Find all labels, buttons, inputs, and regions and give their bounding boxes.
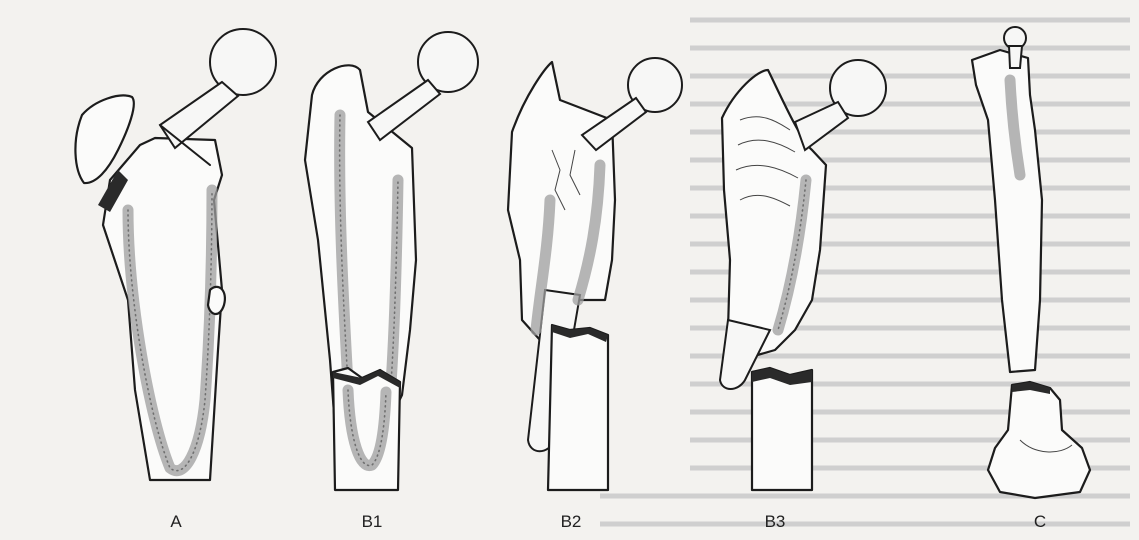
panel-b3-drawing xyxy=(720,60,886,490)
panel-b1-drawing xyxy=(305,32,478,490)
panel-c-drawing xyxy=(972,27,1090,498)
panel-b2-drawing xyxy=(508,58,682,490)
panel-label-b2: B2 xyxy=(551,512,591,532)
panel-label-c: C xyxy=(1020,512,1060,532)
panel-a-drawing xyxy=(75,29,276,480)
panel-label-a: A xyxy=(156,512,196,532)
panel-label-b1: B1 xyxy=(352,512,392,532)
panel-label-b3: B3 xyxy=(755,512,795,532)
